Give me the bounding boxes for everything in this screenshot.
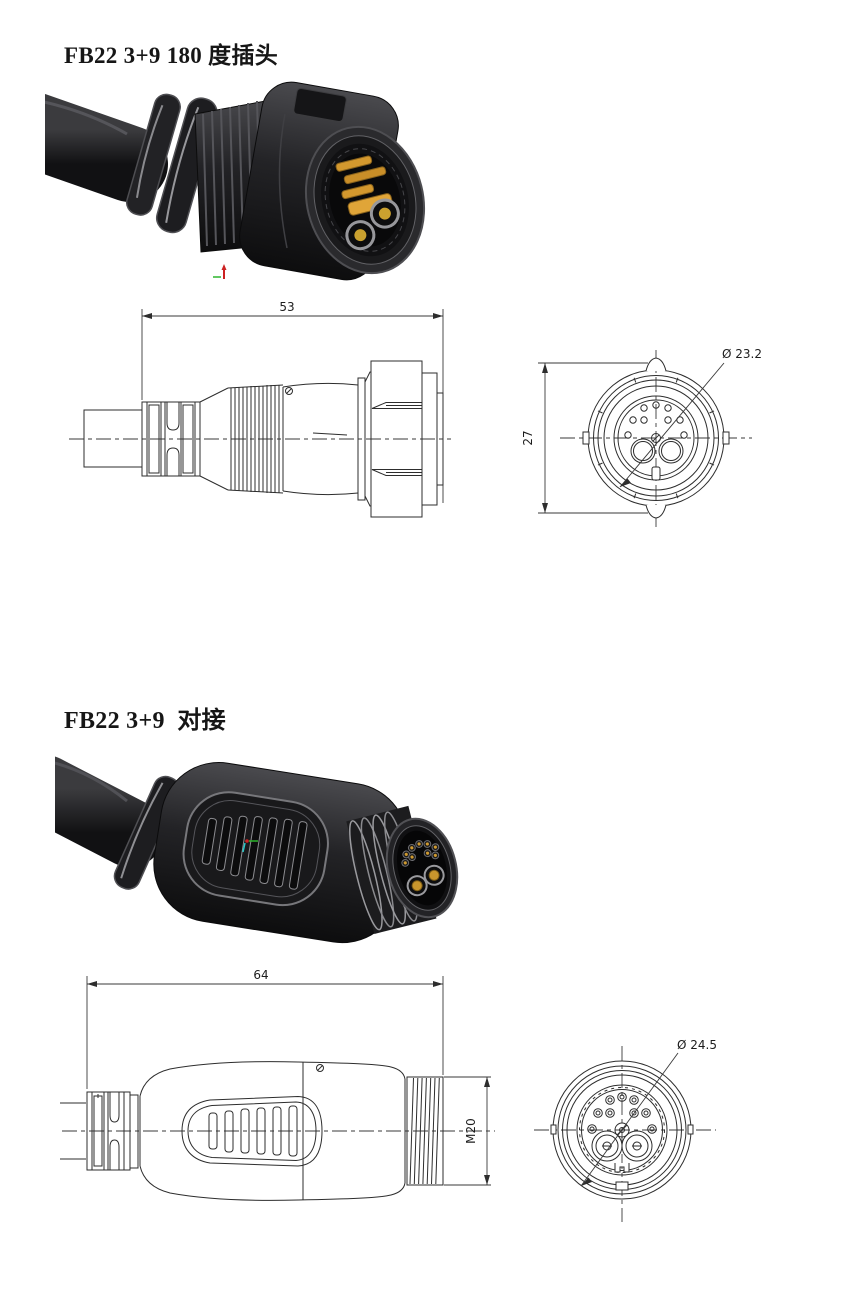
center-screw [651, 433, 661, 443]
front-bezel [304, 125, 426, 275]
thread-section [406, 1076, 444, 1186]
signal-sockets [587, 1092, 657, 1134]
front-face [385, 817, 459, 919]
section-title-plug: FB22 3+9 180 度插头 [64, 43, 279, 68]
strain-relief [141, 401, 201, 477]
corrugations [227, 384, 284, 494]
power-sockets [345, 198, 400, 251]
set-screw [285, 387, 293, 395]
bottom-key-tab [615, 1181, 629, 1191]
height-dimension: 27 [521, 362, 648, 514]
latch-tab [293, 87, 347, 123]
connector-body [153, 762, 408, 944]
diameter-callout: Ø 23.2 [619, 347, 762, 488]
bottom-key-tab [645, 504, 667, 519]
plug-front-view-drawing: 27 Ø 23.2 [521, 347, 762, 530]
dim-diameter-label: Ø 23.2 [722, 347, 762, 361]
contact-blades [335, 155, 393, 216]
side-lug-right [722, 431, 730, 445]
length-dimension: 64 [86, 968, 444, 1089]
diameter-callout: Ø 24.5 [580, 1038, 717, 1187]
signal-pins [624, 401, 688, 439]
top-key-tab [645, 357, 667, 372]
power-contacts [630, 438, 684, 464]
main-body [139, 1061, 406, 1201]
side-lug-left [582, 431, 590, 445]
ucs-axis-icon [213, 264, 227, 279]
socket-side-view-drawing: 64 [60, 968, 495, 1201]
bayonet-ticks [597, 377, 715, 499]
cable [45, 94, 168, 202]
connector-photo-socket [55, 756, 459, 944]
interface-ring [436, 392, 444, 486]
dim-height-label: 27 [521, 430, 535, 445]
connector-photo-plug [45, 81, 426, 281]
dim-length-label: 53 [279, 300, 294, 314]
cone-transition [199, 387, 229, 491]
section-title-mating: FB22 3+9 对接 [64, 708, 226, 734]
keyway [614, 1163, 630, 1173]
thread-dimension: M20 [444, 1076, 491, 1186]
signal-socket-pins [403, 842, 437, 865]
dim-diameter-label: Ø 24.5 [677, 1038, 717, 1052]
power-contacts [406, 864, 445, 897]
dim-thread-label: M20 [464, 1118, 478, 1144]
side-tick-right [687, 1124, 694, 1135]
grip-recess [181, 1095, 323, 1167]
cable [55, 756, 164, 867]
plug-side-view-drawing: 53 [69, 300, 451, 518]
socket-front-view-drawing: Ø 24.5 [534, 1038, 717, 1222]
set-screw [316, 1064, 324, 1072]
cable-stub [60, 1102, 86, 1160]
keyway [651, 466, 661, 481]
dim-length-label: 64 [253, 968, 268, 982]
grip-slots [201, 815, 308, 890]
strain-relief [86, 1091, 139, 1171]
side-tick-left [550, 1124, 557, 1135]
cable-stub [83, 409, 143, 468]
ucs-axis-icon [242, 839, 258, 853]
